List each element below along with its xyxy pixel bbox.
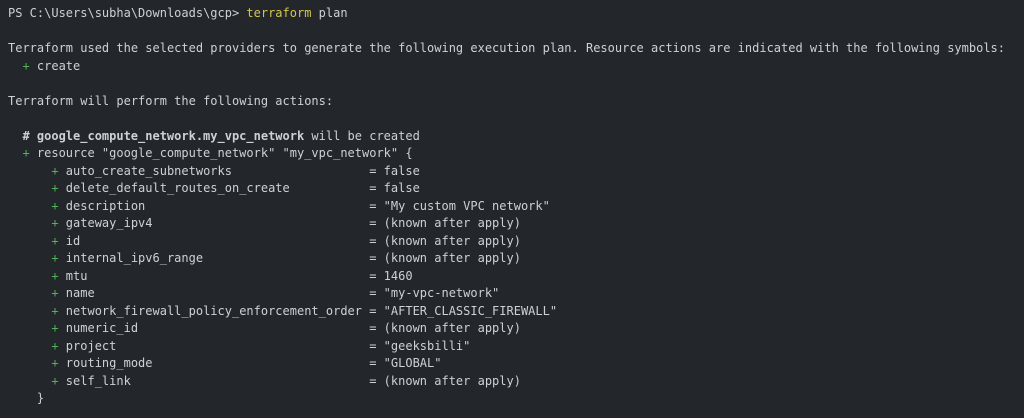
attr-value: 1460 [383,268,413,283]
attr-row: + routing_mode = "GLOBAL" [8,355,1020,373]
attr-value: (known after apply) [383,321,521,335]
plus-symbol: + [51,356,59,370]
resource-created-suffix: will be created [311,128,420,143]
attr-value: "My custom VPC network" [383,198,550,213]
plus-symbol: + [51,268,59,283]
plus-symbol: + [51,163,59,178]
equals-sign: = [369,338,377,353]
resource-header: # google_compute_network.my_vpc_network wi… [8,128,1020,146]
attr-row: + numeric_id = (known after apply) [8,320,1020,338]
attr-name: routing_mode [65,356,153,370]
attr-name: internal_ipv6_range [65,251,204,265]
attr-row: + auto_create_subnetworks = false [8,163,1020,181]
attr-row: + internal_ipv6_range = (known after apply) [8,250,1020,268]
resource-address: google_compute_network.my_vpc_network [36,128,305,143]
blank-line [8,110,1020,128]
attr-name: project [65,338,117,353]
attr-row: + mtu = 1460 [8,268,1020,286]
plus-symbol: + [51,303,59,318]
create-symbol-legend: + create [8,58,1020,76]
equals-sign: = [369,198,377,213]
equals-sign: = [369,233,377,248]
attr-name: network_firewall_policy_enforcement_orde… [65,303,363,318]
attr-row: + self_link = (known after apply) [8,373,1020,391]
plus-symbol: + [22,58,30,73]
attr-name: description [65,198,146,213]
actions-heading: Terraform will perform the following act… [8,93,1020,111]
blank-line [8,75,1020,93]
plus-symbol: + [51,233,59,248]
plus-symbol: + [51,216,59,230]
actions-heading-label: Terraform will perform the following act… [8,93,334,108]
attr-row: + name = "my-vpc-network" [8,285,1020,303]
equals-sign: = [369,181,377,195]
attr-value: (known after apply) [383,216,521,230]
attr-name: self_link [65,373,131,388]
plus-symbol: + [51,251,59,265]
attr-value: "geeksbilli" [383,338,471,353]
resource-declaration: + resource "google_compute_network" "my_v… [8,145,1020,163]
plus-symbol: + [51,286,59,300]
resource-declaration-text: resource "google_compute_network" "my_vp… [36,146,413,160]
attr-name: auto_create_subnetworks [65,163,232,178]
attr-value: (known after apply) [383,251,521,265]
plus-symbol: + [51,321,59,335]
attr-value: (known after apply) [383,373,521,388]
plan-intro-label: Terraform used the selected providers to… [8,41,1005,55]
plus-symbol: + [22,146,30,160]
prompt-path: PS C:\Users\subha\Downloads\gcp> [8,6,240,20]
attr-value: "my-vpc-network" [383,286,500,300]
attr-value: "AFTER_CLASSIC_FIREWALL" [383,303,558,318]
attr-value: "GLOBAL" [383,356,442,370]
plus-symbol: + [51,338,59,353]
closing-brace: } [36,391,45,405]
equals-sign: = [369,251,377,265]
attr-name: name [65,286,95,300]
attr-name: numeric_id [65,321,139,335]
hash-symbol: # [22,128,30,143]
attr-value: false [383,163,420,178]
plus-symbol: + [51,198,59,213]
plus-symbol: + [51,373,59,388]
prompt-line: PS C:\Users\subha\Downloads\gcp> terrafor… [8,5,1020,23]
attr-row: + description = "My custom VPC network" [8,198,1020,216]
equals-sign: = [369,356,377,370]
plus-symbol: + [51,181,59,195]
prompt-argument: plan [318,6,348,20]
attr-row: + network_firewall_policy_enforcement_ord… [8,303,1020,321]
blank-line [8,23,1020,41]
equals-sign: = [369,321,377,335]
prompt-command: terraform [246,6,312,20]
attr-row: + id = (known after apply) [8,233,1020,251]
attr-name: mtu [65,268,88,283]
equals-sign: = [369,216,377,230]
plan-intro-text: Terraform used the selected providers to… [8,40,1020,58]
attr-row: + project = "geeksbilli" [8,338,1020,356]
resource-closing-brace: } [8,390,1020,408]
attr-row: + gateway_ipv4 = (known after apply) [8,215,1020,233]
equals-sign: = [369,286,377,300]
attr-value: false [383,181,420,195]
attr-row: + delete_default_routes_on_create = false [8,180,1020,198]
attr-name: id [65,233,81,248]
equals-sign: = [369,303,377,318]
create-action-label: create [36,58,81,73]
attr-name: delete_default_routes_on_create [65,181,290,195]
equals-sign: = [369,163,377,178]
attr-value: (known after apply) [383,233,521,248]
attr-name: gateway_ipv4 [65,216,153,230]
equals-sign: = [369,373,377,388]
equals-sign: = [369,268,377,283]
